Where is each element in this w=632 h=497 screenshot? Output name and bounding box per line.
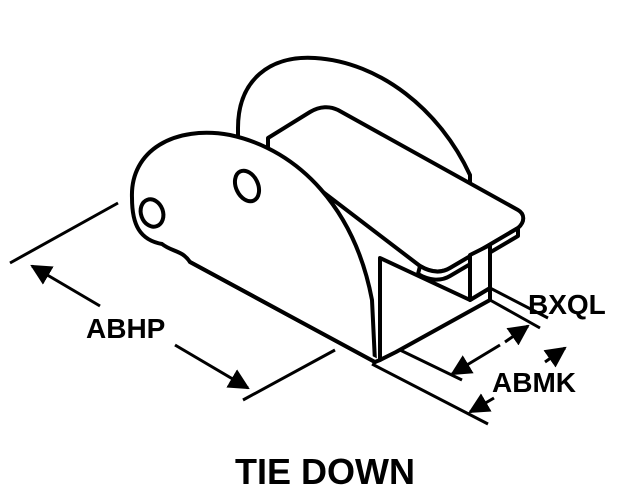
abmk-arrow-lower-up [543, 346, 567, 368]
abmk-arrow-left [450, 343, 501, 376]
channel-inner [468, 243, 492, 302]
abhp-label: ABHP [86, 313, 165, 344]
bxql-extension-a [489, 286, 549, 320]
abhp-arrow-upper [30, 264, 101, 308]
diagram-title: TIE DOWN [235, 451, 415, 492]
front-flange [129, 130, 377, 364]
abhp-dimension [9, 201, 336, 402]
tie-down-part [129, 55, 526, 364]
abhp-arrow-lower [174, 343, 250, 390]
bxql-label: BXQL [528, 289, 606, 320]
front-hole [138, 197, 166, 229]
abhp-extension-right [242, 348, 336, 402]
abmk-extension-lower [371, 362, 489, 426]
abmk-arrow-up [504, 324, 530, 346]
abmk-dimension [371, 324, 567, 426]
flange-bottom [188, 260, 382, 364]
bxql-dimension [489, 286, 549, 330]
abmk-label: ABMK [492, 367, 576, 398]
abmk-arrow-lower [468, 393, 495, 414]
rear-hole [232, 168, 262, 204]
abhp-extension-left [9, 201, 119, 265]
abmk-extension-mid [399, 348, 463, 382]
bxql-extension-b [489, 298, 541, 330]
